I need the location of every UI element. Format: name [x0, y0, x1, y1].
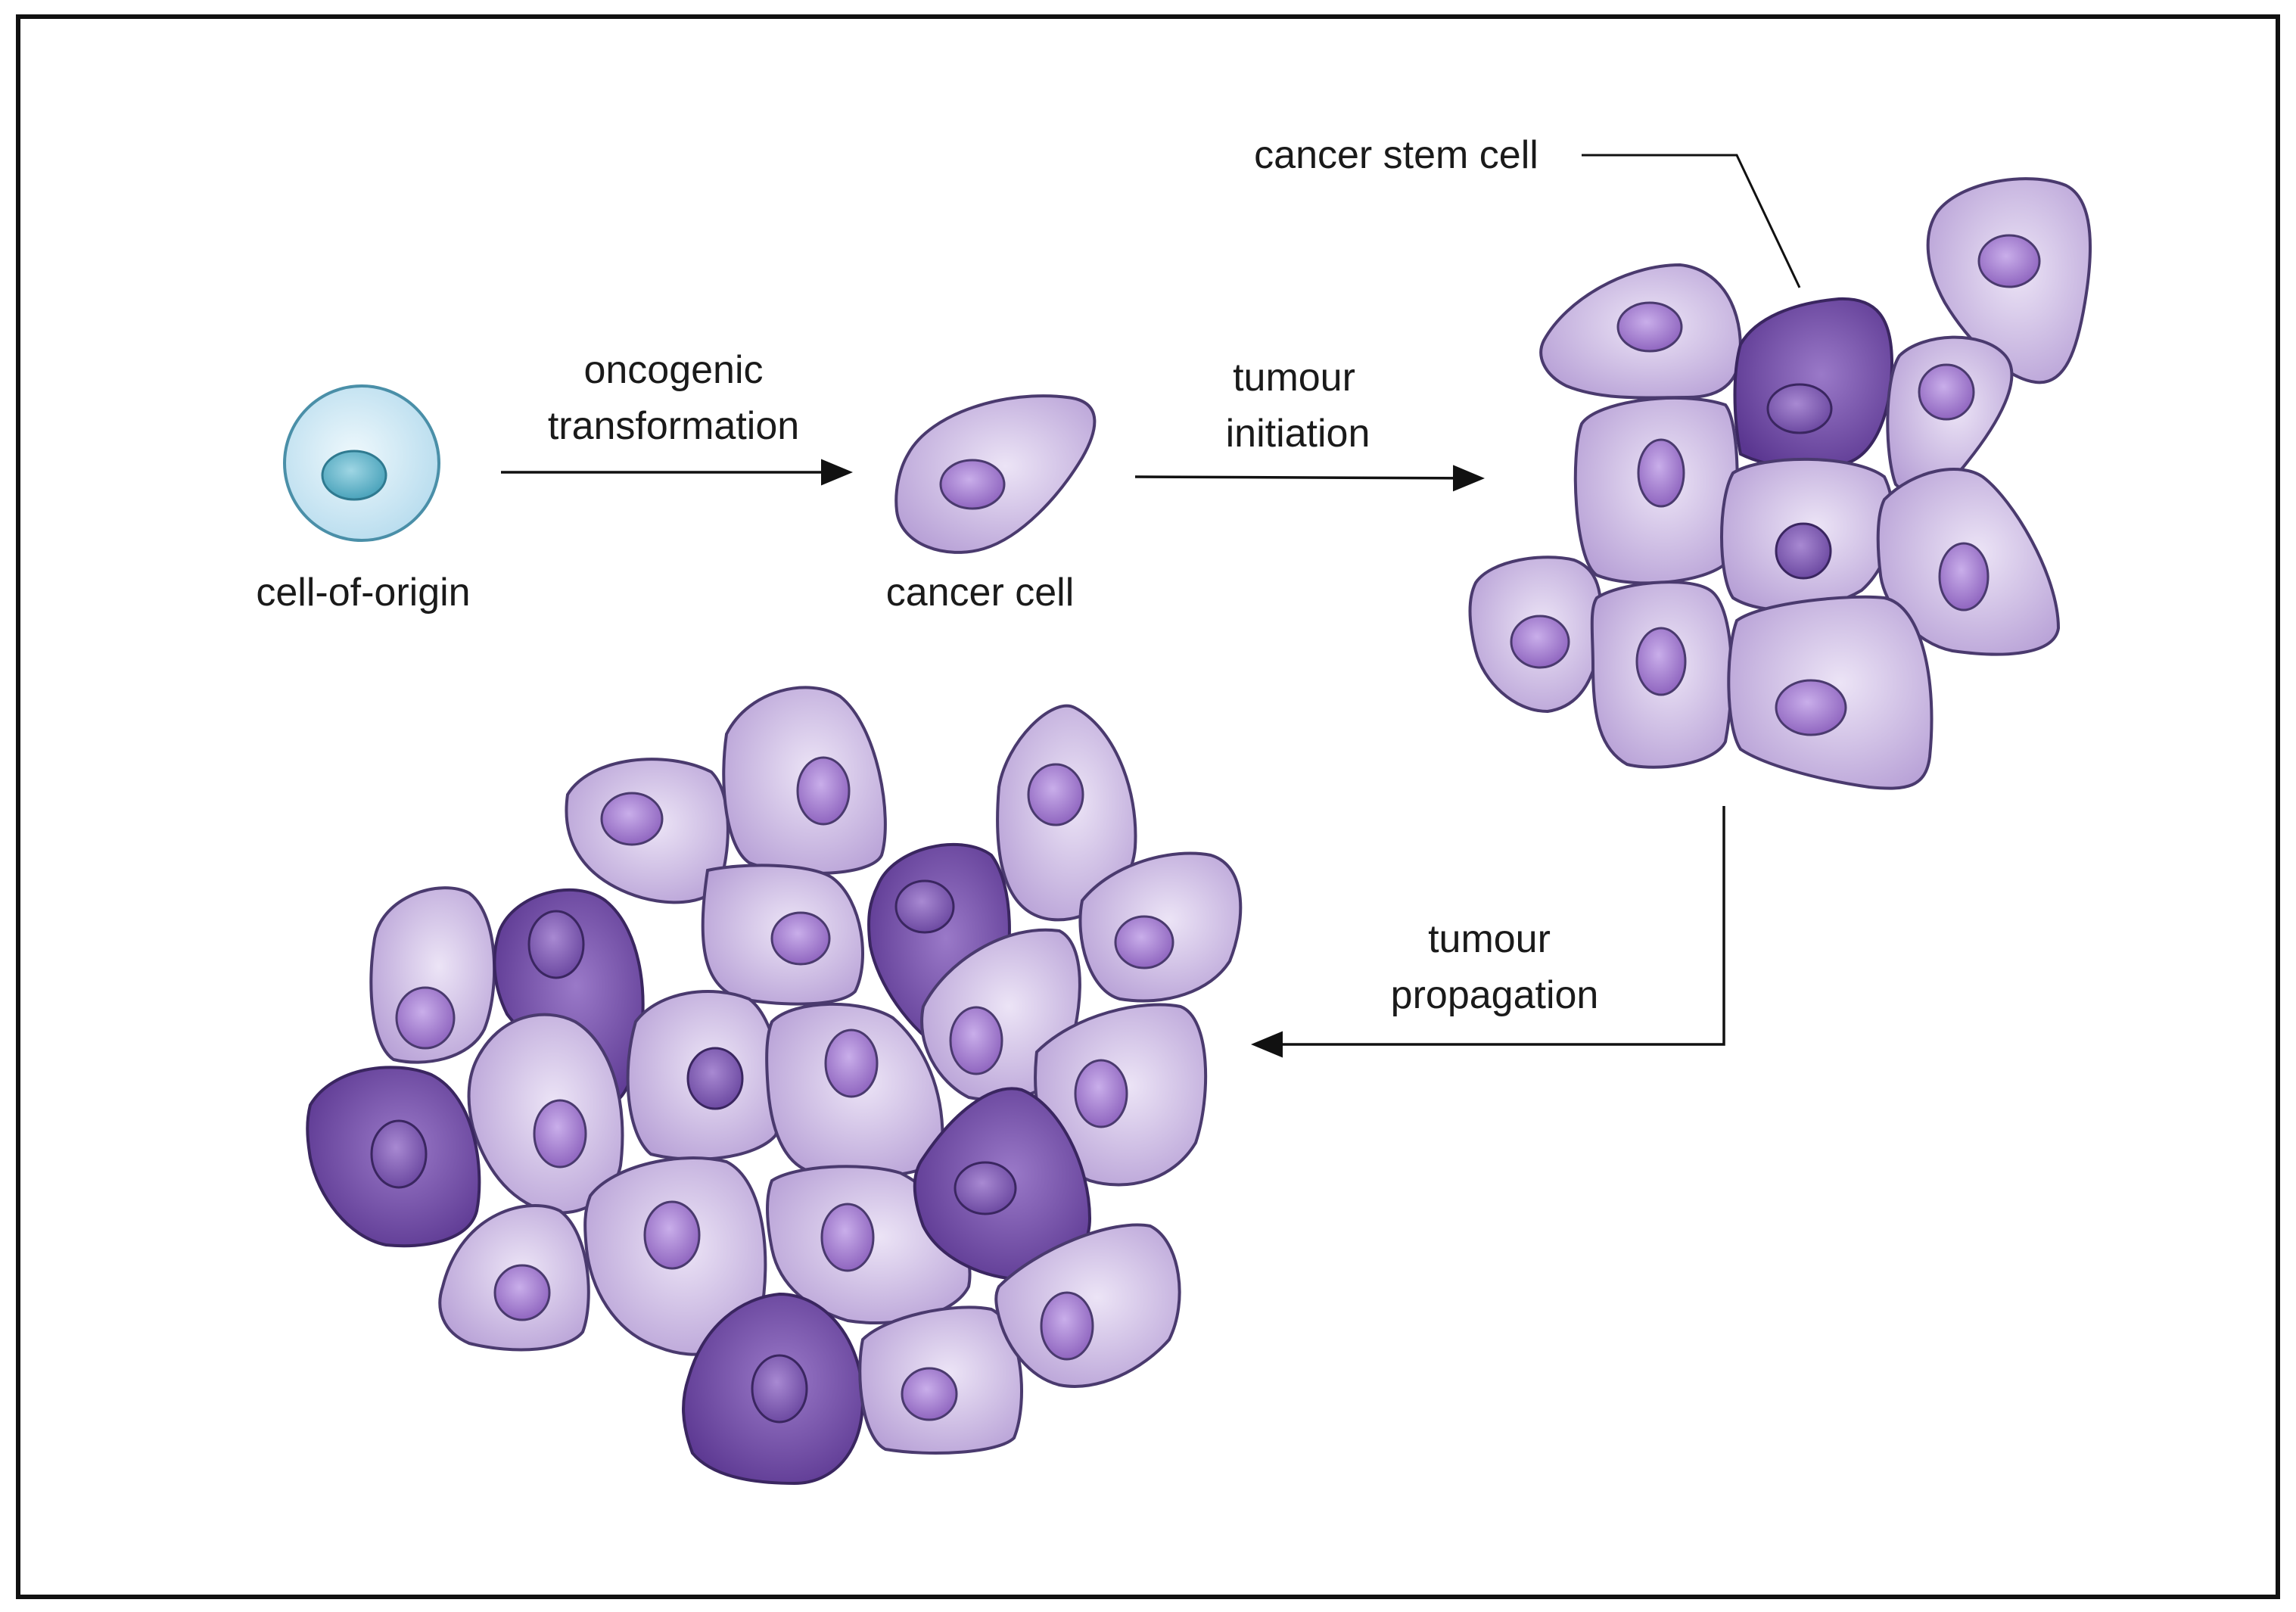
tumour-cell-nucleus: [1074, 1059, 1128, 1128]
cancer-stem-cell-nucleus: [1766, 383, 1833, 434]
tumour-initiation-step: tumour initiation: [1134, 356, 1485, 492]
tumour-cell-nucleus-dark: [370, 1119, 428, 1189]
tumour-propagation-label-line2: propagation: [1391, 973, 1599, 1017]
tumour-cell-nucleus: [395, 986, 456, 1050]
oncogenic-transformation-step: oncogenic transformation: [501, 348, 853, 486]
tumour-cell-nucleus-dark: [527, 910, 585, 979]
tumour-cell-nucleus: [949, 1006, 1003, 1075]
origin-cell-nucleus: [321, 450, 387, 501]
cancer-cell-label: cancer cell: [886, 571, 1075, 615]
tumour-cell-nucleus: [1616, 301, 1683, 353]
tumour-propagation-arrow: [1251, 806, 1725, 1058]
tumour-cell-nucleus: [1637, 438, 1685, 508]
tumour-cell-nucleus: [1918, 363, 1975, 421]
cancer-cell-nucleus: [939, 459, 1006, 510]
cancer-stem-cell: [1733, 297, 1894, 469]
tumour-cell-nucleus-dark: [1775, 522, 1832, 580]
small-tumour-group: cancer stem cell: [1254, 133, 2092, 790]
tumour-cell-nucleus: [901, 1367, 958, 1421]
cancer-stem-cell-label: cancer stem cell: [1254, 133, 1538, 177]
cancer-cell-group: cancer cell: [886, 394, 1097, 615]
tumour-cell-nucleus: [533, 1099, 587, 1169]
tumour-cell-nucleus: [1027, 763, 1084, 826]
tumour-cell-nucleus: [824, 1029, 879, 1098]
tumour-cell-nucleus-dark: [751, 1354, 808, 1424]
tumour-cell-nucleus-dark: [686, 1047, 744, 1110]
tumour-initiation-arrow: [1134, 465, 1485, 492]
tumour-cell-nucleus: [1040, 1291, 1094, 1361]
tumour-initiation-label-line1: tumour: [1233, 356, 1355, 400]
tumour-cell-nucleus: [1114, 915, 1174, 969]
tumour-cell-nucleus: [1977, 234, 2041, 288]
cancer-stem-cell-pointer: [1582, 154, 1801, 288]
cell-of-origin-label: cell-of-origin: [256, 571, 470, 615]
tumour-cell-nucleus: [1775, 679, 1847, 736]
tumour-cell-nucleus-dark: [954, 1161, 1017, 1215]
cell-of-origin-group: cell-of-origin: [256, 384, 471, 615]
tumour-cell-nucleus-dark: [894, 879, 955, 934]
propagated-tumour-group: [306, 686, 1243, 1486]
oncogenic-label-line2: transformation: [548, 404, 799, 448]
tumour-cell-nucleus: [796, 756, 851, 826]
tumour-cell-nucleus: [600, 792, 664, 846]
tumour-cell-nucleus: [643, 1200, 701, 1270]
tumour-propagation-step: tumour propagation: [1251, 806, 1725, 1058]
tumour-cell-nucleus: [493, 1264, 551, 1321]
tumour-cell-nucleus: [770, 911, 831, 966]
tumour-propagation-label-line1: tumour: [1428, 917, 1551, 961]
tumour-cell-nucleus: [1635, 627, 1687, 696]
tumour-initiation-label-line2: initiation: [1226, 412, 1370, 456]
tumour-cell-nucleus: [1938, 542, 1990, 612]
oncogenic-label-line1: oncogenic: [583, 348, 763, 392]
tumour-cell-nucleus: [1510, 615, 1570, 669]
tumour-cell-nucleus: [820, 1203, 875, 1272]
figure-frame: [16, 14, 2280, 1599]
